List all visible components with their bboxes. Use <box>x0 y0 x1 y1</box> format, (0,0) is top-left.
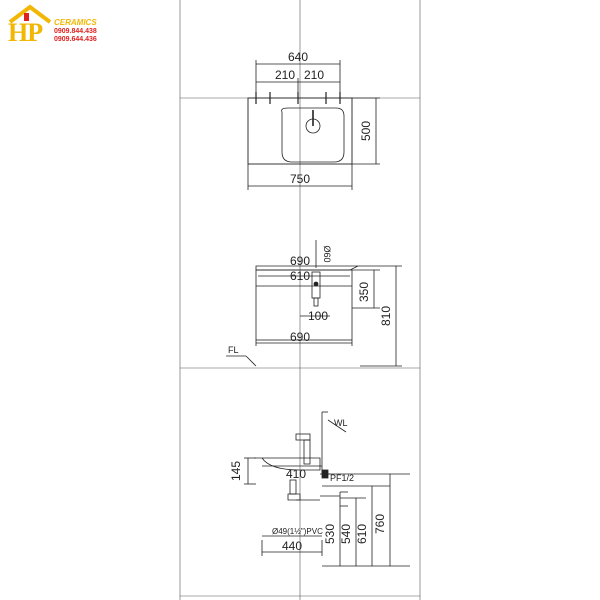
top-view: 640 210 210 500 750 <box>247 50 380 190</box>
dim-540: 540 <box>339 524 353 544</box>
brand-logo: HP CERAMICS 0909.844.438 0909.644.436 <box>6 4 116 47</box>
dim-610: 610 <box>355 524 369 544</box>
dim-floor-height: 810 <box>379 306 393 326</box>
dim-cabinet-height: 350 <box>357 282 371 302</box>
dim-right-spacing: 210 <box>304 68 324 82</box>
front-view: Ø60 690 610 100 350 810 690 <box>226 240 402 367</box>
dim-upper-690: 690 <box>290 254 310 268</box>
logo-phone-1: 0909.844.438 <box>54 28 97 35</box>
dim-pipe-dia: Ø60 <box>322 245 332 262</box>
logo-word: CERAMICS <box>54 18 97 27</box>
house-roof-icon <box>8 4 52 24</box>
valve-label: PF1/2 <box>330 473 354 483</box>
floor-label: FL <box>228 345 239 355</box>
dim-145: 145 <box>229 461 243 481</box>
logo-letters: HP <box>8 18 43 47</box>
wall-label: WL <box>334 418 348 428</box>
dim-total-width: 640 <box>288 50 308 64</box>
side-view: WL 145 410 PF1/2 530 <box>229 411 410 567</box>
dim-530: 530 <box>323 524 337 544</box>
dim-bottom-690: 690 <box>290 330 310 344</box>
dim-410: 410 <box>286 467 306 481</box>
dim-440: 440 <box>282 539 302 553</box>
dim-depth: 500 <box>359 121 373 141</box>
dim-drain: 100 <box>308 309 328 323</box>
logo-phone-2: 0909.644.436 <box>54 36 97 43</box>
layout-grid <box>179 0 421 600</box>
dim-left-spacing: 210 <box>275 68 295 82</box>
pipe-label: Ø49(1½")PVC <box>272 527 323 536</box>
dim-inner-610: 610 <box>290 269 310 283</box>
dim-basin-width: 750 <box>290 172 310 186</box>
dim-760: 760 <box>373 514 387 534</box>
